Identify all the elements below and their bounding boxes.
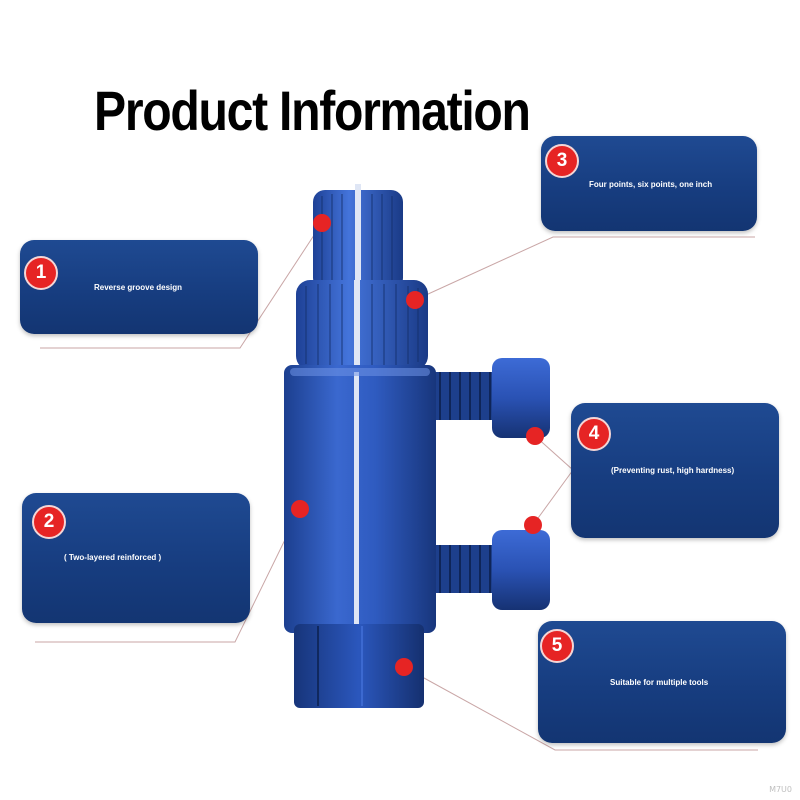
watermark: M7U0 (769, 785, 792, 794)
bottom-hex-nut (294, 624, 424, 708)
marker-dot-5 (395, 658, 413, 676)
main-body (284, 365, 436, 633)
callout-text-5: Suitable for multiple tools (610, 678, 709, 687)
callout-badge-1: 1 (24, 256, 58, 290)
marker-dots (291, 214, 544, 676)
callout-badge-3: 3 (545, 144, 579, 178)
callout-badge-4: 4 (577, 417, 611, 451)
marker-dot-1 (313, 214, 331, 232)
marker-dot-4a (526, 427, 544, 445)
page-title: Product Information (94, 79, 531, 142)
upper-bolt-thread (432, 372, 502, 420)
marker-dot-4b (524, 516, 542, 534)
callout-badge-5: 5 (540, 629, 574, 663)
top-pin-slot (355, 184, 361, 284)
callout-card-3: 3 Four points, six points, one inch (541, 136, 757, 231)
upper-bolt-head (492, 358, 550, 438)
marker-dot-3 (406, 291, 424, 309)
knurled-collar (296, 280, 428, 370)
callout-badge-2: 2 (32, 505, 66, 539)
leader-lines (35, 222, 758, 751)
marker-dot-2 (291, 500, 309, 518)
callout-card-4: 4 (Preventing rust, high hardness) (571, 403, 779, 538)
callout-card-2: 2 ( Two-layered reinforced ) (22, 493, 250, 623)
callout-text-1: Reverse groove design (94, 283, 183, 292)
lower-bolt-head (492, 530, 550, 610)
callout-text-4: (Preventing rust, high hardness) (611, 466, 735, 475)
callout-card-5: 5 Suitable for multiple tools (538, 621, 786, 743)
body-slot (354, 372, 359, 632)
lower-bolt-thread (432, 545, 502, 593)
callout-card-1: 1 Reverse groove design (20, 240, 258, 334)
callout-text-2: ( Two-layered reinforced ) (64, 553, 162, 562)
callout-text-3: Four points, six points, one inch (589, 180, 713, 189)
